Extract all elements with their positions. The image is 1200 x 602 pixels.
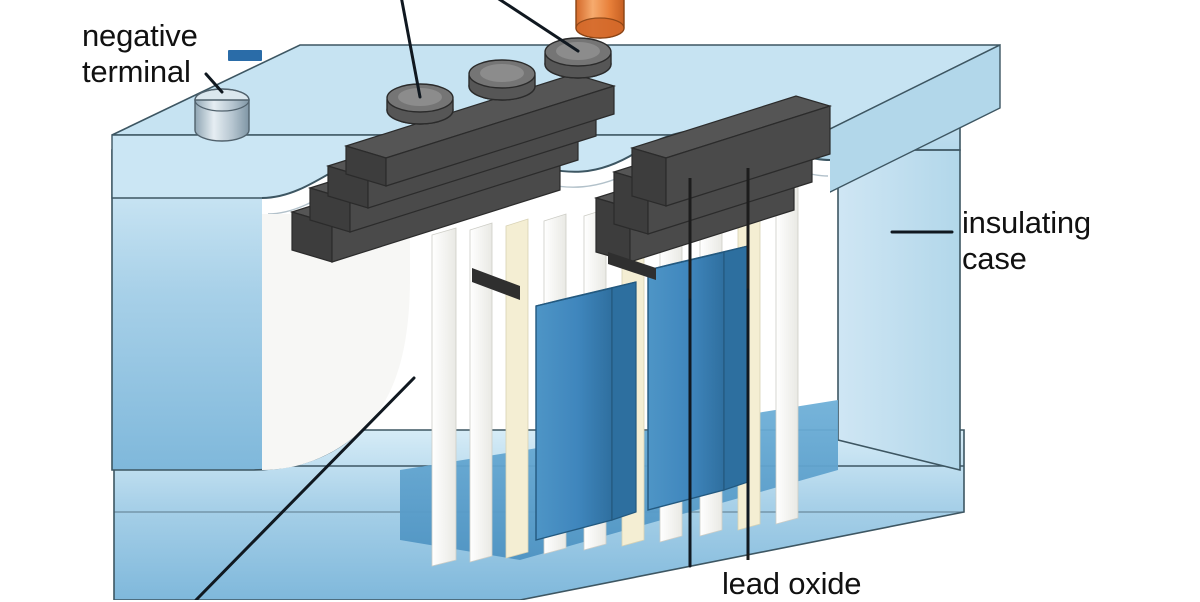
minus-sign-icon (228, 50, 262, 61)
leader-line-negative-terminal (204, 72, 224, 94)
leader-line-offscreen-c (194, 376, 416, 600)
negative-terminal-post (194, 88, 250, 142)
leader-line-offscreen-b (497, 0, 580, 53)
lead-oxide-plate (647, 245, 749, 511)
label-negative-terminal: negative terminal (82, 18, 198, 89)
leader-line-offscreen-a (400, 0, 422, 99)
positive-terminal-post (575, 0, 625, 39)
label-insulating-case: insulating case (962, 205, 1091, 276)
plate-connector-bars (289, 73, 833, 300)
label-lead-oxide: lead oxide (722, 566, 862, 601)
vent-caps (386, 37, 612, 125)
vent-cap (468, 59, 536, 101)
vent-cap (386, 83, 454, 125)
vent-cap (544, 37, 612, 79)
lead-oxide-plate (535, 281, 637, 541)
leader-lines (194, 0, 954, 600)
lead-oxide-plates (535, 245, 749, 541)
cell-cavity (262, 214, 410, 470)
